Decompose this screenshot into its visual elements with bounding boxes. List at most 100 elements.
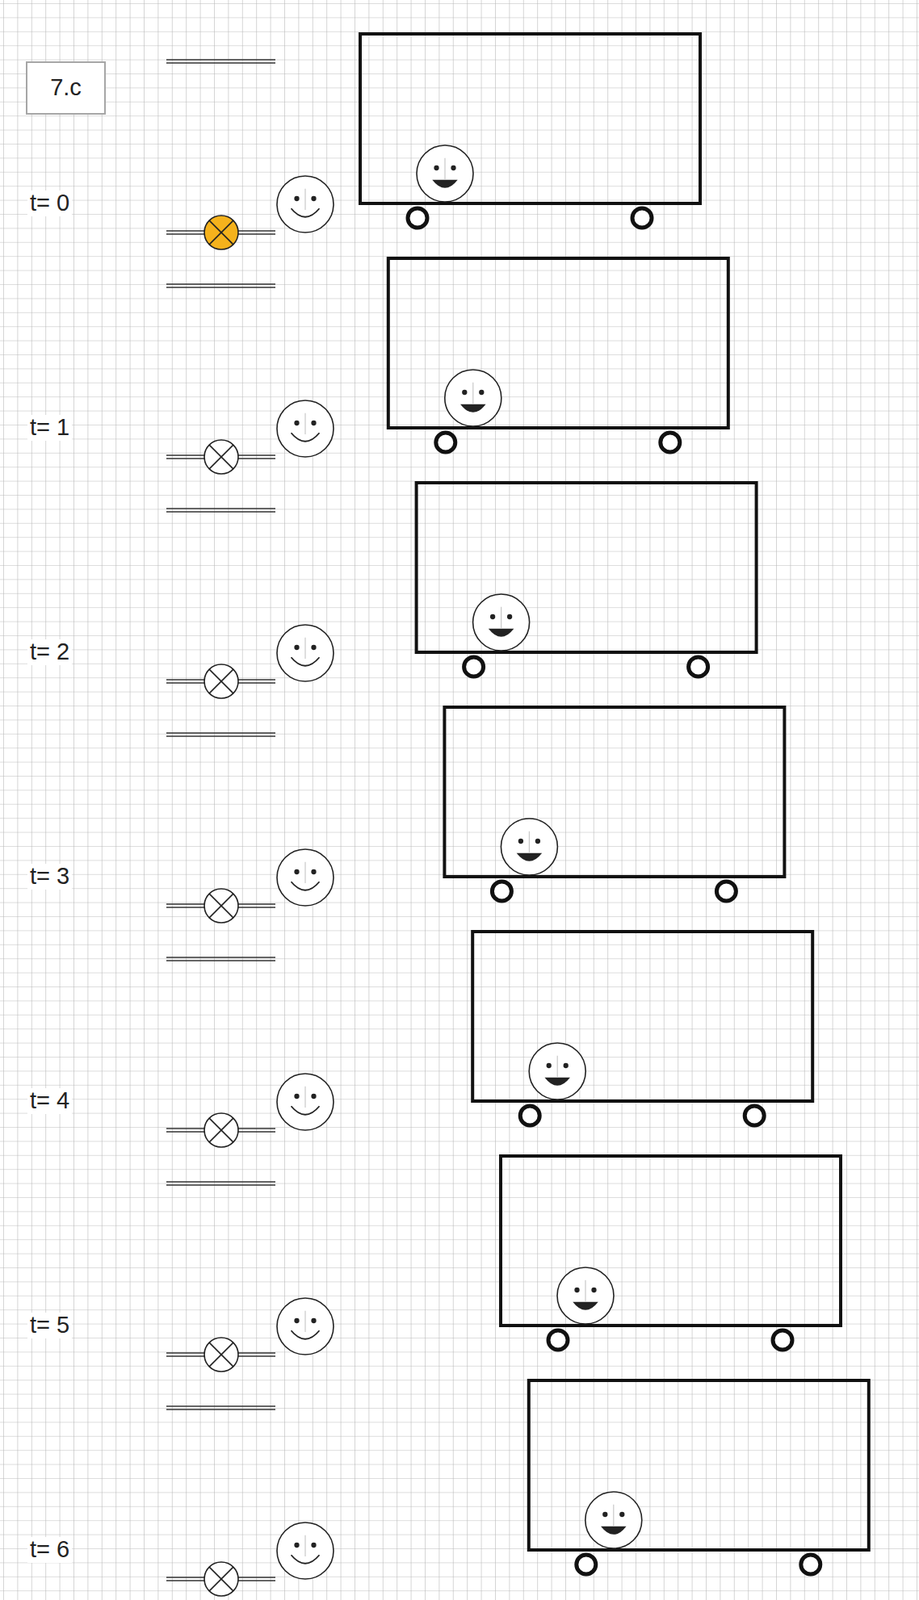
face-outline — [276, 1523, 334, 1580]
face-mouth — [572, 1302, 599, 1311]
car-wheel — [548, 1330, 568, 1351]
lamp-cross — [209, 444, 234, 470]
face-nose — [304, 413, 306, 435]
face-mouth — [544, 1078, 571, 1087]
face-eye — [293, 869, 299, 875]
face-mouth — [291, 1555, 320, 1565]
car-wheel — [436, 432, 456, 453]
face-eye — [619, 1512, 625, 1518]
lamp-cross — [209, 669, 234, 694]
face-outline — [557, 1267, 614, 1325]
observer-face — [276, 1523, 334, 1580]
face-mouth — [291, 432, 320, 442]
face-nose — [500, 607, 502, 629]
car-wheel — [801, 1555, 821, 1575]
face-eye — [574, 1288, 580, 1293]
face-mouth — [488, 629, 515, 638]
face-nose — [557, 1056, 559, 1078]
face-nose — [304, 637, 306, 659]
passenger-face — [500, 818, 558, 876]
face-eye — [518, 839, 524, 844]
face-outline — [585, 1492, 643, 1549]
lamp-cross — [209, 1567, 234, 1592]
face-eye — [591, 1288, 596, 1293]
face-outline — [528, 1043, 586, 1100]
face-mouth — [291, 881, 320, 891]
passenger-face — [528, 1043, 586, 1100]
face-eye — [507, 614, 512, 620]
face-eye — [310, 196, 316, 202]
face-eye — [535, 839, 541, 844]
lamp-cross — [209, 893, 234, 919]
lamp-cross — [209, 1342, 234, 1368]
face-eye — [461, 390, 467, 395]
separator-line — [166, 283, 276, 285]
face-eye — [450, 165, 456, 171]
face-outline — [500, 818, 558, 876]
separator-line — [166, 1405, 276, 1407]
train-car — [360, 33, 701, 204]
face-nose — [304, 862, 306, 884]
observer-face — [276, 400, 334, 458]
face-eye — [310, 1543, 316, 1549]
face-eye — [310, 1094, 316, 1100]
lamp-cross — [209, 444, 234, 470]
face-mouth — [291, 657, 320, 667]
face-nose — [304, 188, 306, 210]
face-outline — [473, 594, 530, 651]
time-label: t= 1 — [27, 415, 72, 441]
face-nose — [472, 382, 474, 404]
separator-line — [166, 286, 276, 288]
train-car — [388, 258, 729, 429]
lamp-cross — [209, 1118, 234, 1143]
observer-face — [276, 1074, 334, 1131]
face-mouth — [291, 208, 320, 218]
face-mouth — [460, 404, 487, 413]
lamp-cross — [209, 220, 234, 245]
passenger-face — [557, 1267, 614, 1325]
face-eye — [293, 645, 299, 651]
face-nose — [304, 1086, 306, 1108]
time-label: t= 2 — [27, 639, 72, 666]
face-eye — [563, 1063, 569, 1069]
lamp-cross — [209, 220, 234, 245]
face-outline — [276, 1298, 334, 1356]
observer-face — [276, 1298, 334, 1356]
separator-line — [166, 1184, 276, 1186]
separator-line — [166, 960, 276, 961]
separator-line — [166, 735, 276, 737]
face-nose — [612, 1505, 614, 1527]
face-mouth — [291, 1330, 320, 1340]
face-eye — [293, 420, 299, 426]
lamp-symbol — [204, 215, 239, 250]
time-label: t= 6 — [27, 1537, 72, 1564]
lamp-symbol — [204, 1113, 239, 1148]
car-wheel — [407, 208, 428, 228]
train-car — [444, 707, 785, 878]
passenger-face — [473, 594, 530, 651]
lamp-symbol — [204, 1338, 239, 1373]
separator-line — [166, 58, 276, 60]
face-eye — [310, 869, 316, 875]
car-wheel — [744, 1106, 764, 1126]
face-outline — [276, 625, 334, 682]
face-eye — [433, 165, 439, 171]
face-eye — [310, 645, 316, 651]
face-outline — [276, 1074, 334, 1131]
lamp-cross — [209, 1342, 234, 1368]
face-eye — [293, 196, 299, 202]
car-wheel — [632, 208, 652, 228]
face-outline — [444, 369, 502, 427]
separator-line — [166, 1409, 276, 1410]
face-eye — [478, 390, 484, 395]
face-nose — [304, 1535, 306, 1557]
face-outline — [276, 400, 334, 458]
face-eye — [293, 1094, 299, 1100]
face-eye — [602, 1512, 608, 1518]
lamp-cross — [209, 1118, 234, 1143]
face-eye — [490, 614, 496, 620]
car-wheel — [520, 1106, 540, 1126]
train-car — [472, 931, 813, 1102]
train-car — [500, 1156, 841, 1327]
